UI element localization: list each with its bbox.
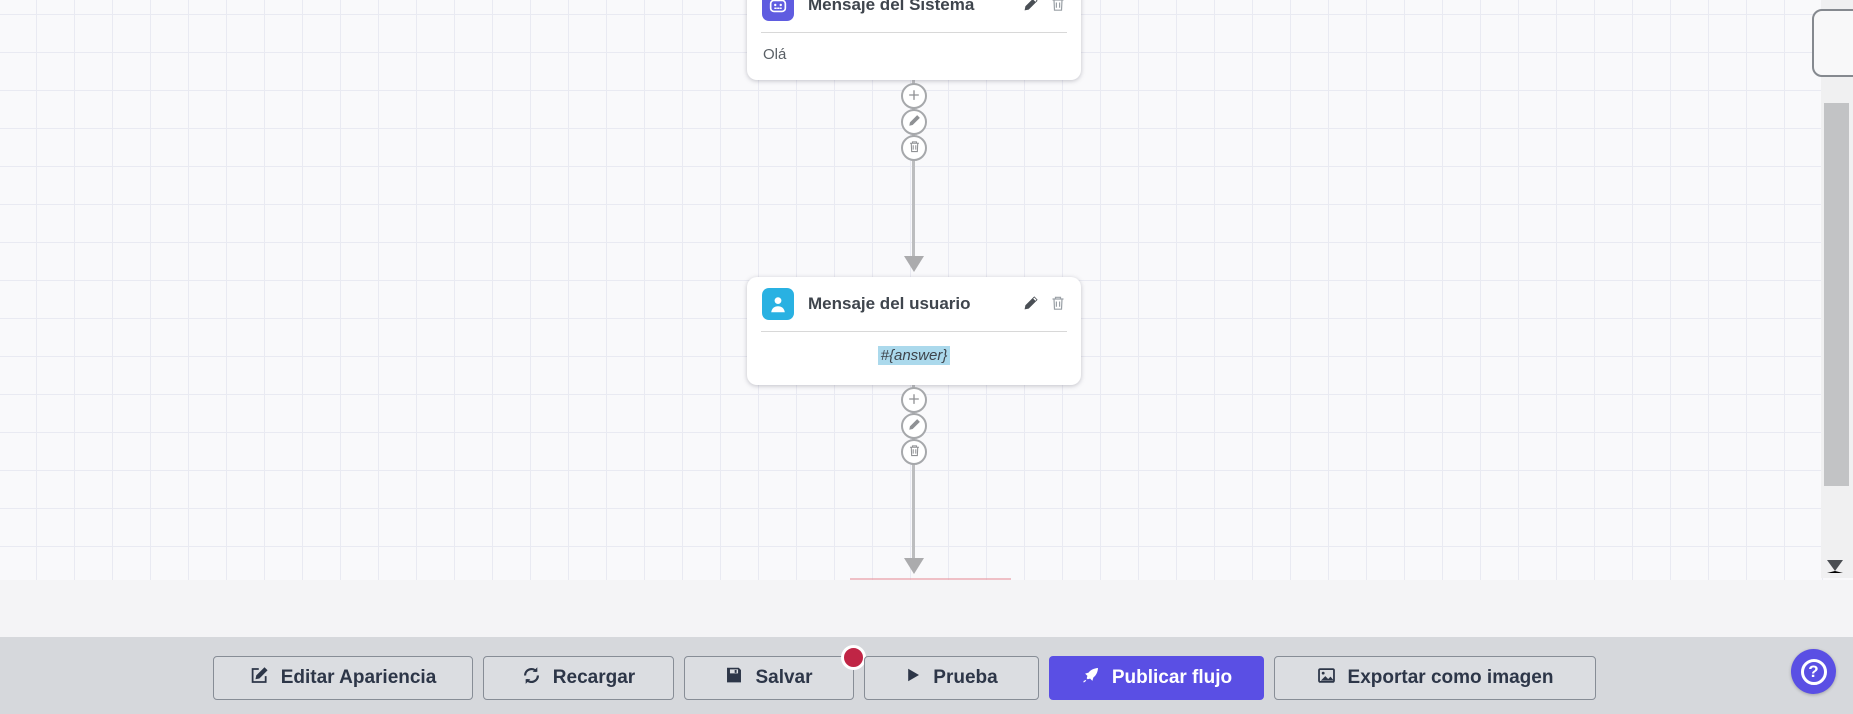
delete-node-button[interactable] [1050,295,1066,314]
connector-edit-button[interactable] [901,109,927,135]
play-icon [905,667,921,689]
trash-icon [1050,0,1066,15]
delete-node-button[interactable] [1050,0,1066,15]
edit-node-button[interactable] [1023,295,1039,314]
edit-appearance-button[interactable]: Editar Apariencia [213,656,473,700]
button-label: Salvar [755,667,813,688]
pencil-icon [908,418,921,434]
connector-add-button[interactable] [901,83,927,109]
plus-icon [907,88,921,105]
edit-node-button[interactable] [1023,0,1039,15]
node-title: Mensaje del usuario [808,294,971,313]
user-icon [762,288,794,320]
connector-delete-button[interactable] [901,135,927,161]
vertical-scrollbar-thumb[interactable] [1824,103,1849,486]
flow-edge-line [912,78,915,258]
image-icon [1317,666,1336,691]
export-image-button[interactable]: Exportar como imagen [1274,656,1596,700]
clipped-next-node-edge [850,578,1011,580]
scroll-down-arrow-icon[interactable] [1827,560,1843,573]
flow-edge-arrow [904,558,924,574]
edge-action-stack [901,387,927,465]
trash-icon [908,444,921,460]
refresh-icon [522,666,541,691]
edge-action-stack [901,83,927,161]
answer-variable-chip: #{answer} [877,346,951,365]
trash-icon [908,140,921,156]
node-body: Olá [763,46,787,63]
reload-button[interactable]: Recargar [483,656,674,700]
plus-icon [907,392,921,409]
connector-delete-button[interactable] [901,439,927,465]
button-label: Publicar flujo [1111,667,1233,688]
pencil-icon [1023,295,1039,314]
node-card-user-message[interactable]: Mensaje del usuario #{answer} [747,277,1081,385]
button-label: Editar Apariencia [280,667,437,688]
pencil-icon [908,114,921,130]
trash-icon [1050,295,1066,314]
save-button[interactable]: Salvar [684,645,866,700]
button-label: Exportar como imagen [1347,667,1554,688]
connector-edit-button[interactable] [901,413,927,439]
pencil-icon [1023,0,1039,15]
button-label: Prueba [933,667,998,688]
edit-icon [250,666,269,691]
unsaved-changes-badge [841,645,866,670]
toolbar-buttons: Editar Apariencia Recargar Salvar [213,645,1596,700]
node-title: Mensaje del Sistema [808,0,975,14]
node-divider [761,331,1067,332]
node-card-system-message[interactable]: Mensaje del Sistema Olá [747,0,1081,80]
node-header: Mensaje del Sistema [747,0,1081,32]
canvas-bottom-strip [0,580,1853,637]
question-icon: ? [1800,658,1827,685]
node-header: Mensaje del usuario [747,277,1081,331]
button-label: Recargar [552,667,636,688]
help-button[interactable]: ? [1791,649,1836,694]
clipped-card-right-edge[interactable] [1812,9,1853,77]
node-divider [761,32,1067,33]
publish-flow-button[interactable]: Publicar flujo [1049,656,1264,700]
test-button[interactable]: Prueba [864,656,1039,700]
connector-add-button[interactable] [901,387,927,413]
node-body: #{answer} [747,332,1081,385]
save-icon [725,666,743,690]
flow-edge-line [912,383,915,560]
robot-icon [762,0,794,21]
rocket-icon [1081,666,1100,691]
flow-edge-arrow [904,256,924,272]
